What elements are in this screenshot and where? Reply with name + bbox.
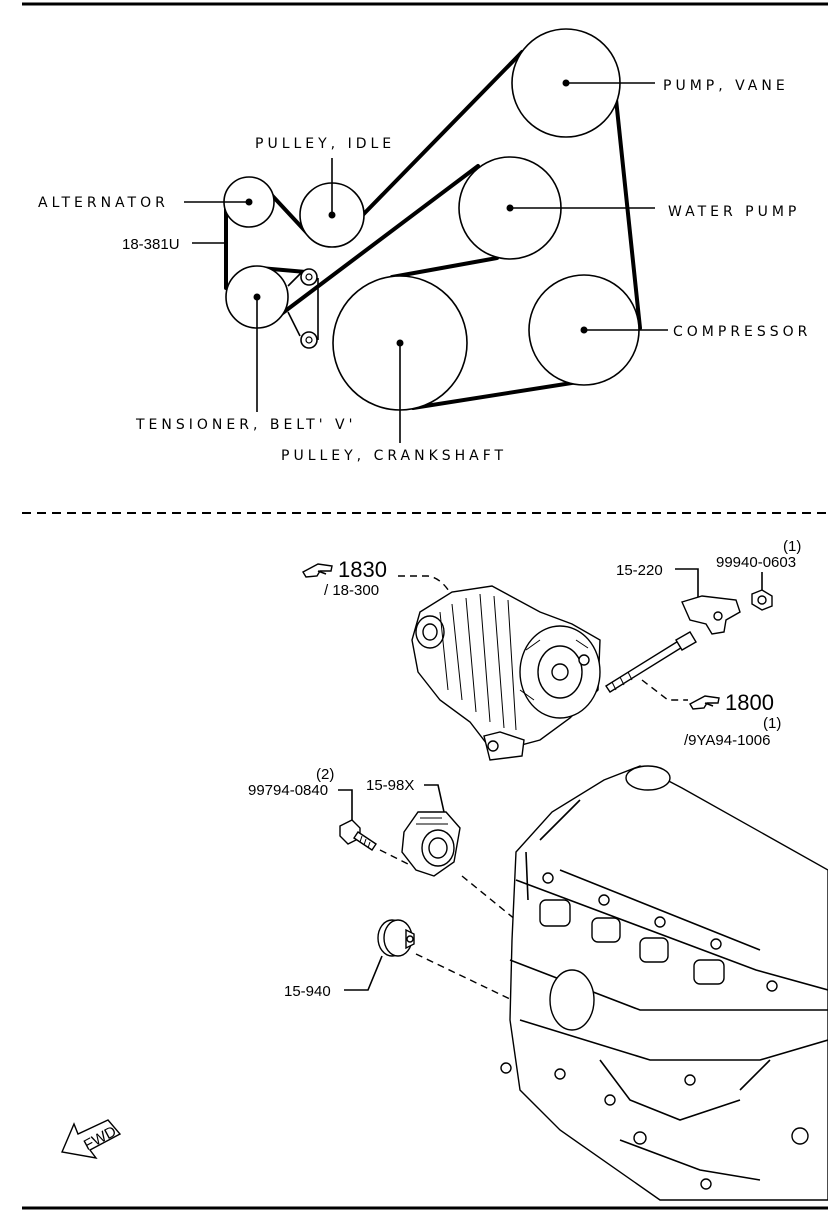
label-belt-part-no: 18-381U — [122, 236, 180, 253]
label-nut: 99940-0603 — [716, 554, 796, 571]
exploded-parts-diagram: 1830 / 18-300 15-220 (1) 99940-0603 — [61, 538, 828, 1201]
bracket-part — [681, 595, 741, 635]
ref-1800: 1800 — [725, 690, 774, 715]
alternator-unit — [411, 585, 601, 761]
thermostat-housing-part — [401, 811, 461, 877]
label-bracket: 15-220 — [616, 562, 663, 579]
fwd-arrow-icon: FWD — [61, 1119, 122, 1159]
label-idler: 15-940 — [284, 983, 331, 1000]
long-bolt-part — [605, 631, 697, 693]
tensioner-arm — [287, 268, 319, 349]
hand-pointer-icon — [689, 695, 720, 710]
label-bolt2: 99794-0840 — [248, 782, 328, 799]
bolt2-qty: (2) — [316, 766, 334, 783]
label-compressor: COMPRESSOR — [673, 324, 811, 340]
label-thermostat: 15-98X — [366, 777, 414, 794]
ref-1830-sub: / 18-300 — [324, 582, 379, 599]
label-pulley-idle: PULLEY, IDLE — [255, 136, 395, 152]
label-pulley-crankshaft: PULLEY, CRANKSHAFT — [281, 448, 507, 464]
label-alternator: ALTERNATOR — [38, 195, 169, 211]
label-pump-vane: PUMP, VANE — [663, 78, 789, 94]
engine-block — [500, 765, 828, 1201]
idler-pulley-part — [377, 919, 415, 957]
label-water-pump: WATER PUMP — [668, 204, 800, 220]
bolt2-part — [339, 819, 377, 851]
label-tensioner: TENSIONER, BELT' V' — [135, 417, 356, 433]
bolt-qty: (1) — [763, 715, 781, 732]
hand-pointer-icon — [302, 563, 333, 578]
label-bolt: /9YA94-1006 — [684, 732, 770, 749]
ref-1830: 1830 — [338, 557, 387, 582]
nut-qty: (1) — [783, 538, 801, 555]
belt-routing-diagram: PUMP, VANE PULLEY, IDLE ALTERNATOR WATER… — [38, 28, 811, 464]
nut-part — [751, 589, 773, 611]
drive-belt — [224, 50, 642, 410]
